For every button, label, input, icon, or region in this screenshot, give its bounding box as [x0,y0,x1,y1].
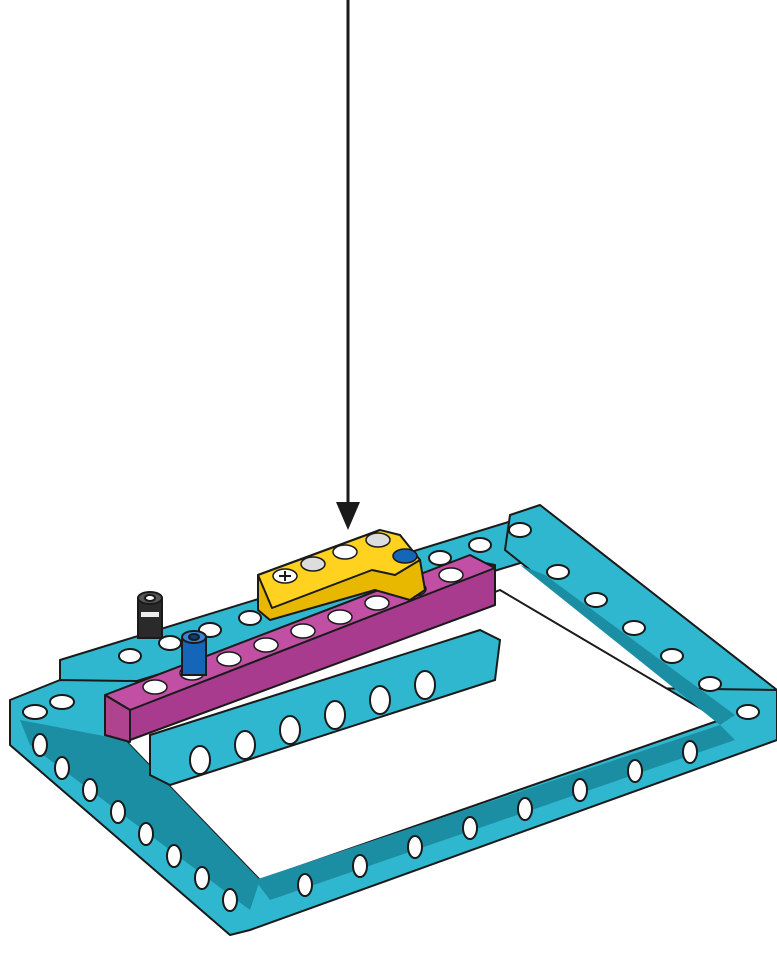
magenta-beam-holes [142,567,464,695]
blue-axle-pin [181,630,207,676]
yellow-angled-beam [257,529,426,621]
black-pin [137,591,163,639]
frame-holes [22,522,760,912]
teal-under-beam [149,628,502,787]
yellow-beam-holes [272,532,418,584]
down-arrow-icon [336,0,360,530]
